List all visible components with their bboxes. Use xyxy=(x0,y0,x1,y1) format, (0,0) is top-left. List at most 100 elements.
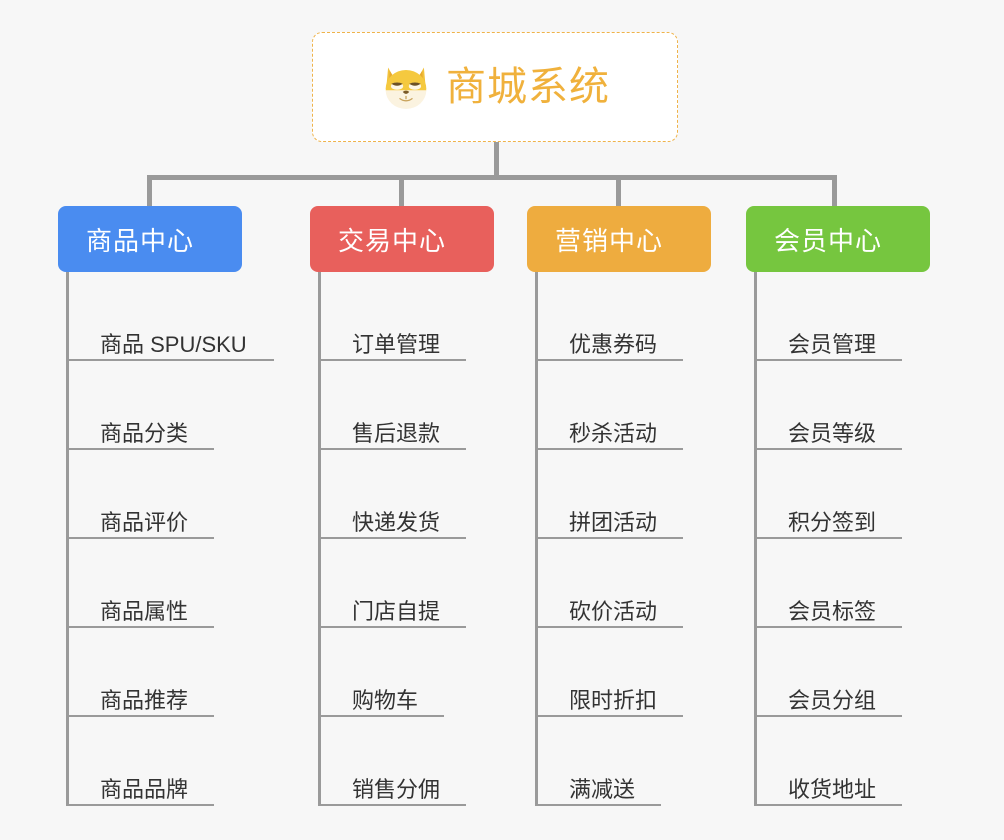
leaf-underline xyxy=(66,448,214,450)
branch-trunk-line xyxy=(754,272,757,806)
leaf-underline xyxy=(754,448,902,450)
leaf-underline xyxy=(535,715,683,717)
root-title: 商城系统 xyxy=(446,65,610,109)
leaf-item-label: 砍价活动 xyxy=(569,598,658,624)
leaf-underline xyxy=(318,626,466,628)
category-header[interactable]: 交易中心 xyxy=(310,206,494,272)
leaf-item-label: 会员分组 xyxy=(788,687,877,713)
leaf-underline xyxy=(318,359,466,361)
leaf-item[interactable]: 订单管理 xyxy=(318,272,494,361)
branch-column: 商品中心商品 SPU/SKU 商品分类商品评价商品属性商品推荐商品品牌 xyxy=(58,206,274,806)
leaf-item-label: 商品 SPU/SKU xyxy=(100,331,247,357)
leaf-underline xyxy=(754,715,902,717)
leaf-list: 优惠券码秒杀活动拼团活动砍价活动限时折扣满减送 xyxy=(535,272,711,806)
leaf-underline xyxy=(66,715,214,717)
leaf-item-label: 优惠券码 xyxy=(569,331,658,357)
leaf-underline xyxy=(318,804,466,806)
leaf-item[interactable]: 满减送 xyxy=(535,717,711,806)
leaf-item-label: 拼团活动 xyxy=(569,509,658,535)
connector-horizontal-bus xyxy=(147,175,837,180)
leaf-item-label: 收货地址 xyxy=(788,776,877,802)
leaf-item-label: 快递发货 xyxy=(352,509,441,535)
branch-trunk-line xyxy=(535,272,538,806)
branch-column: 会员中心会员管理会员等级积分签到会员标签会员分组收货地址 xyxy=(746,206,930,806)
leaf-item[interactable]: 快递发货 xyxy=(318,450,494,539)
leaf-underline xyxy=(754,804,902,806)
leaf-item-label: 会员管理 xyxy=(788,331,877,357)
leaf-item[interactable]: 商品评价 xyxy=(66,450,247,539)
leaf-underline xyxy=(318,448,466,450)
leaf-item-label: 会员标签 xyxy=(788,598,877,624)
leaf-item[interactable]: 会员等级 xyxy=(754,361,930,450)
leaf-underline xyxy=(754,537,902,539)
root-node[interactable]: 商城系统 xyxy=(312,32,678,142)
leaf-item-label: 商品评价 xyxy=(100,509,189,535)
leaf-item[interactable]: 积分签到 xyxy=(754,450,930,539)
leaf-item-label: 商品属性 xyxy=(100,598,189,624)
leaf-underline xyxy=(66,804,214,806)
leaf-underline xyxy=(754,626,902,628)
leaf-underline xyxy=(66,626,214,628)
leaf-item[interactable]: 优惠券码 xyxy=(535,272,711,361)
connector-drop-2 xyxy=(399,175,404,206)
leaf-item[interactable]: 商品 SPU/SKU xyxy=(66,272,274,361)
leaf-underline xyxy=(535,537,683,539)
branch-column: 交易中心订单管理售后退款快递发货门店自提购物车销售分佣 xyxy=(310,206,494,806)
leaf-item-label: 商品推荐 xyxy=(100,687,189,713)
leaf-item-label: 积分签到 xyxy=(788,509,877,535)
leaf-item[interactable]: 砍价活动 xyxy=(535,539,711,628)
leaf-item-label: 售后退款 xyxy=(352,420,441,446)
category-header[interactable]: 商品中心 xyxy=(58,206,242,272)
leaf-item-label: 购物车 xyxy=(352,687,419,713)
leaf-item-label: 订单管理 xyxy=(352,331,441,357)
connector-drop-4 xyxy=(832,175,837,206)
leaf-list: 会员管理会员等级积分签到会员标签会员分组收货地址 xyxy=(754,272,930,806)
leaf-item[interactable]: 销售分佣 xyxy=(318,717,494,806)
leaf-underline xyxy=(535,359,683,361)
leaf-item-label: 满减送 xyxy=(569,776,636,802)
leaf-item[interactable]: 拼团活动 xyxy=(535,450,711,539)
category-header-label: 商品中心 xyxy=(86,225,195,256)
leaf-item-label: 商品分类 xyxy=(100,420,189,446)
leaf-item[interactable]: 门店自提 xyxy=(318,539,494,628)
connector-root-stem xyxy=(494,142,499,177)
branch-trunk-line xyxy=(318,272,321,806)
leaf-list: 商品 SPU/SKU 商品分类商品评价商品属性商品推荐商品品牌 xyxy=(66,272,274,806)
leaf-item-label: 销售分佣 xyxy=(352,776,441,802)
branch-trunk-line xyxy=(66,272,69,806)
leaf-underline xyxy=(66,537,214,539)
leaf-item[interactable]: 商品品牌 xyxy=(66,717,247,806)
branch-column: 营销中心优惠券码秒杀活动拼团活动砍价活动限时折扣满减送 xyxy=(527,206,711,806)
leaf-item-label: 商品品牌 xyxy=(100,776,189,802)
category-header[interactable]: 营销中心 xyxy=(527,206,711,272)
category-header-label: 营销中心 xyxy=(555,225,664,256)
leaf-underline xyxy=(318,537,466,539)
leaf-item[interactable]: 会员标签 xyxy=(754,539,930,628)
leaf-item[interactable]: 限时折扣 xyxy=(535,628,711,717)
leaf-item[interactable]: 商品推荐 xyxy=(66,628,247,717)
leaf-item[interactable]: 售后退款 xyxy=(318,361,494,450)
leaf-item-label: 秒杀活动 xyxy=(569,420,658,446)
leaf-item[interactable]: 会员管理 xyxy=(754,272,930,361)
connector-drop-3 xyxy=(616,175,621,206)
leaf-underline xyxy=(535,626,683,628)
category-header[interactable]: 会员中心 xyxy=(746,206,930,272)
category-header-label: 会员中心 xyxy=(774,225,883,256)
leaf-item-label: 门店自提 xyxy=(352,598,441,624)
connector-drop-1 xyxy=(147,175,152,206)
leaf-item[interactable]: 商品属性 xyxy=(66,539,247,628)
leaf-item-label: 限时折扣 xyxy=(569,687,658,713)
leaf-underline xyxy=(318,715,444,717)
leaf-underline xyxy=(535,804,661,806)
category-header-label: 交易中心 xyxy=(338,225,447,256)
leaf-underline xyxy=(754,359,902,361)
shiba-inu-icon xyxy=(380,61,432,113)
leaf-underline xyxy=(535,448,683,450)
leaf-item[interactable]: 秒杀活动 xyxy=(535,361,711,450)
leaf-item[interactable]: 购物车 xyxy=(318,628,494,717)
leaf-item-label: 会员等级 xyxy=(788,420,877,446)
leaf-item[interactable]: 会员分组 xyxy=(754,628,930,717)
leaf-item[interactable]: 收货地址 xyxy=(754,717,930,806)
leaf-item[interactable]: 商品分类 xyxy=(66,361,247,450)
